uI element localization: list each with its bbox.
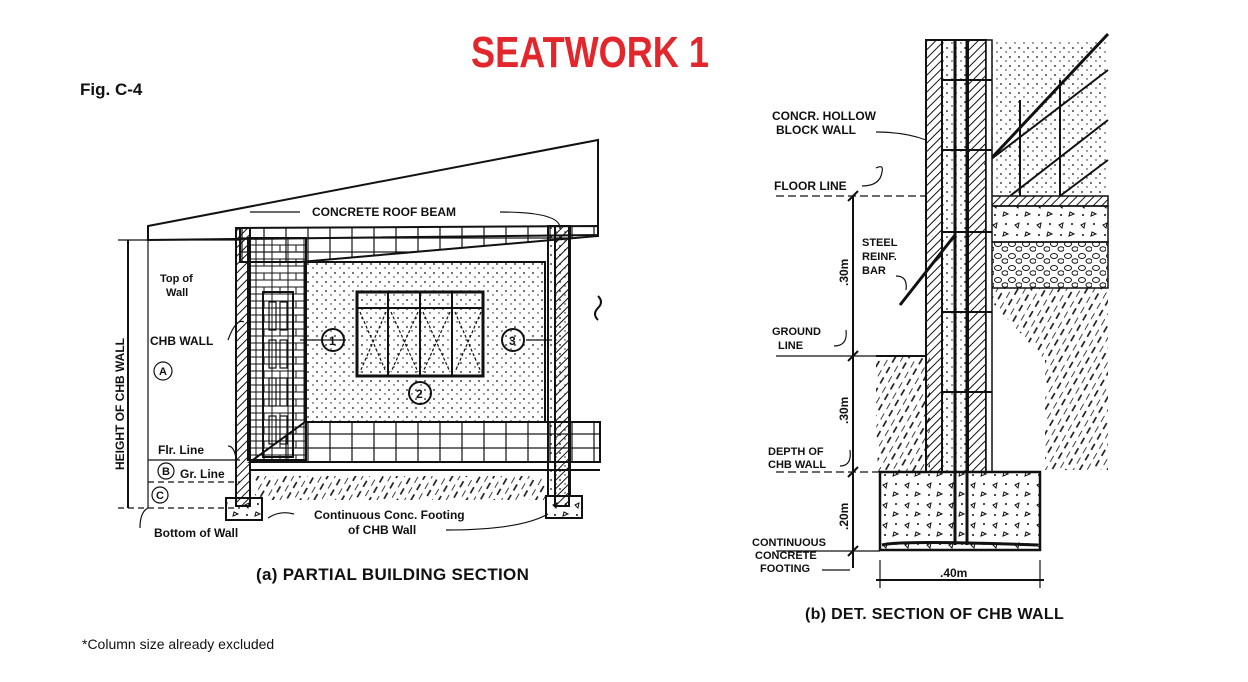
figure-label: Fig. C-4 [80,80,143,99]
marker-2: 2 [408,381,432,405]
caption-chb-wall-section: (b) DET. SECTION OF CHB WALL [805,606,1065,623]
dim-30-top: .30m [837,259,851,286]
footing-label-1: Continuous Conc. Footing [314,508,465,522]
svg-text:A: A [159,366,167,378]
marker-b: B [157,462,175,480]
cont-footing-label-3: FOOTING [760,563,810,575]
top-of-wall-label-2: Wall [166,287,188,299]
steel-label-3: BAR [862,265,886,277]
marker-1: 1 [321,328,345,352]
ground-line-label-1: GROUND [772,326,821,338]
marker-a: A [153,361,173,381]
cont-footing-label-1: CONTINUOUS [752,537,826,549]
dim-40: .40m [940,566,967,580]
floor-line-label: Flr. Line [158,443,204,457]
height-of-chb-wall-label: HEIGHT OF CHB WALL [113,338,127,470]
svg-text:2: 2 [416,387,423,401]
svg-text:C: C [156,490,164,502]
depth-label-2: CHB WALL [768,459,826,471]
window-frame [355,290,485,378]
partial-building-section [118,138,602,531]
dim-20: .20m [837,503,851,530]
cont-footing-label-2: CONCRETE [755,550,817,562]
top-of-wall-label-1: Top of [160,273,193,285]
svg-text:3: 3 [509,334,516,348]
steel-label-2: REINF. [862,251,897,263]
chb-wall-label: CHB WALL [150,334,213,348]
marker-3: 3 [501,328,525,352]
depth-label-1: DEPTH OF [768,446,824,458]
door [262,291,294,458]
bottom-of-wall-label: Bottom of Wall [154,526,238,540]
roof-beam-label: CONCRETE ROOF BEAM [312,205,456,219]
chb-wall-detail-section [776,32,1110,588]
floor-line-detail-label: FLOOR LINE [774,179,847,193]
page-title: SEATWORK 1 [471,28,709,77]
steel-label-1: STEEL [862,237,898,249]
svg-text:1: 1 [329,334,336,348]
ground-line-label: Gr. Line [180,467,225,481]
caption-partial-building-section: (a) PARTIAL BUILDING SECTION [256,565,530,584]
marker-c: C [151,486,169,504]
svg-text:B: B [162,466,170,478]
dim-30-bottom: .30m [837,397,851,424]
footnote: *Column size already excluded [82,636,275,652]
footing-label-2: of CHB Wall [348,523,416,537]
hollow-block-label-2: BLOCK WALL [776,123,856,137]
hollow-block-label-1: CONCR. HOLLOW [772,109,877,123]
ground-line-label-2: LINE [778,340,803,352]
